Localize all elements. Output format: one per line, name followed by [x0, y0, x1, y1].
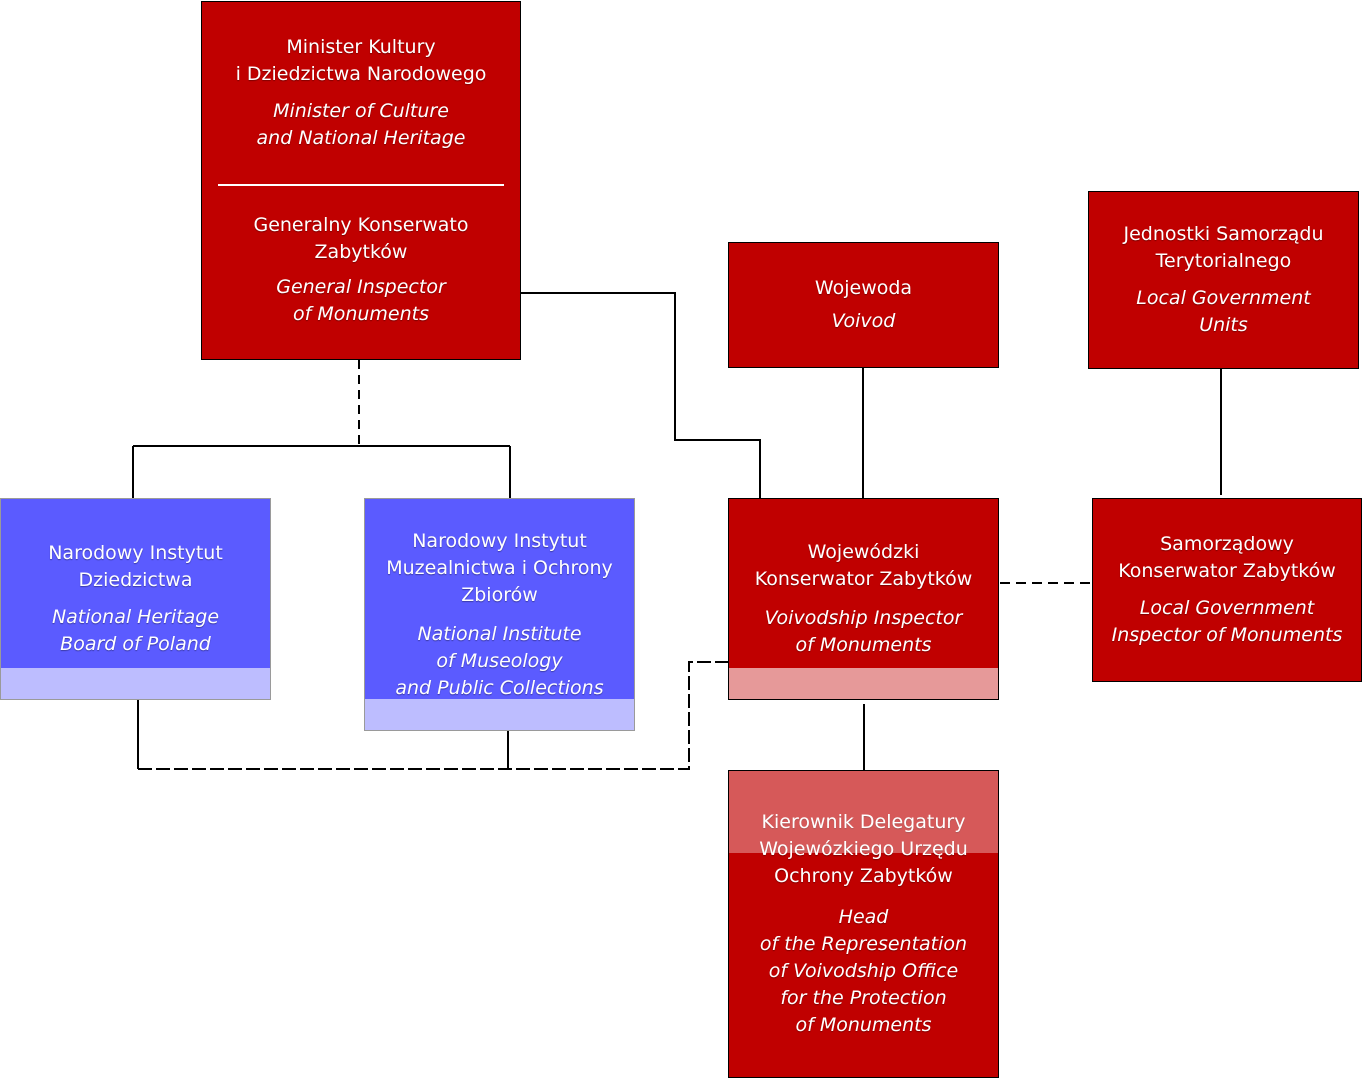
national-heritage-board-box: Narodowy Instytut Dziedzictwa National H… — [0, 498, 271, 700]
local-government-units-title-pl: Jednostki Samorządu Terytorialnego — [1123, 223, 1324, 272]
minister-box: Minister Kultury i Dziedzictwa Narodoweg… — [201, 1, 521, 360]
local-government-inspector-title-en: Local Government Inspector of Monuments — [1111, 597, 1343, 646]
general-inspector-title-en: General Inspector of Monuments — [276, 275, 446, 325]
minister-section: Minister Kultury i Dziedzictwa Narodoweg… — [236, 34, 487, 152]
minister-title-pl: Minister Kultury i Dziedzictwa Narodoweg… — [235, 35, 487, 85]
minister-title-en: Minister of Culture and National Heritag… — [256, 99, 466, 149]
connector-minister-to-wkz — [521, 292, 761, 498]
representation-head-title-pl: Kierownik Delegatury Wojewózkiego Urzędu… — [759, 811, 968, 887]
local-government-units-box: Jednostki Samorządu Terytorialnego Local… — [1088, 191, 1359, 369]
museology-institute-box: Narodowy Instytut Muzealnictwa i Ochrony… — [364, 498, 635, 731]
voivodship-inspector-title-pl: Wojewódzki Konserwator Zabytków — [754, 541, 973, 590]
wojewoda-title-pl: Wojewoda — [814, 277, 913, 299]
representation-head-box: Kierownik Delegatury Wojewózkiego Urzędu… — [728, 770, 999, 1078]
overlay-fade — [365, 699, 634, 730]
overlay-fade — [1, 668, 270, 699]
wojewoda-title-en: Voivod — [831, 310, 896, 332]
national-heritage-board-title-pl: Narodowy Instytut Dziedzictwa — [48, 542, 223, 591]
local-government-inspector-title-pl: Samorządowy Konserwator Zabytków — [1118, 533, 1336, 582]
wojewoda-box: Wojewoda Voivod — [728, 242, 999, 368]
local-government-inspector-box: Samorządowy Konserwator Zabytków Local G… — [1092, 498, 1362, 682]
minister-divider — [218, 183, 504, 186]
general-inspector-title-pl: Generalny Konserwato Zabytków — [253, 213, 469, 263]
national-heritage-board-title-en: National Heritage Board of Poland — [51, 606, 220, 655]
voivodship-inspector-title-en: Voivodship Inspector of Monuments — [764, 607, 963, 656]
representation-head-title-en: Head of the Representation of Voivodship… — [759, 906, 968, 1036]
overlay-fade — [729, 668, 998, 699]
voivodship-inspector-box: Wojewódzki Konserwator Zabytków Voivodsh… — [728, 498, 999, 700]
general-inspector-section: Generalny Konserwato Zabytków General In… — [253, 212, 468, 328]
local-government-units-title-en: Local Government Units — [1136, 287, 1311, 336]
museology-institute-title-pl: Narodowy Instytut Muzealnictwa i Ochrony… — [386, 529, 613, 606]
connector-institutes-to-wkz — [138, 661, 729, 770]
museology-institute-title-en: National Institute of Museology and Publ… — [395, 622, 604, 699]
